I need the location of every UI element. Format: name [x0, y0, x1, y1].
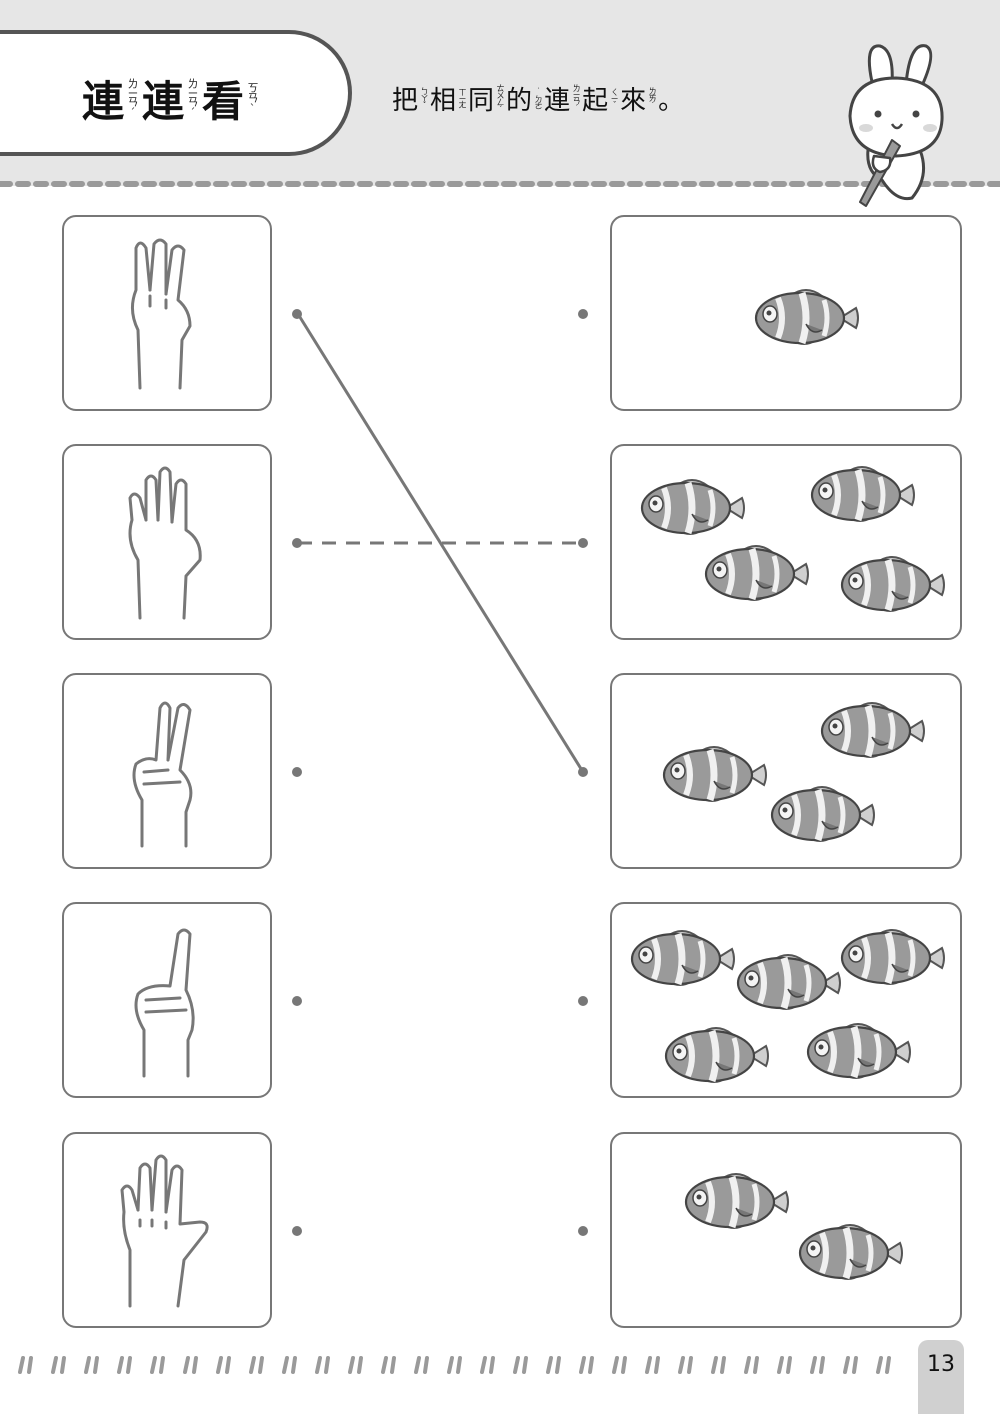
grass-stroke	[513, 1356, 528, 1374]
grass-stroke	[810, 1356, 825, 1374]
four-fingers-hand-icon	[128, 466, 202, 620]
example-solid-line	[296, 313, 585, 773]
grass-stroke	[579, 1356, 594, 1374]
grass-stroke	[480, 1356, 495, 1374]
fish-card-5	[610, 1132, 962, 1328]
instruction-zhuyin: ˙ㄉㄜ	[534, 87, 544, 109]
title-char: 看	[202, 76, 245, 126]
grass-stroke	[249, 1356, 264, 1374]
title-char: 連	[82, 76, 125, 126]
title-zhuyin: ㄎㄢˋ	[246, 82, 260, 114]
instruction-zhuyin: ㄒㄧㄤ	[458, 88, 468, 108]
title-tab	[0, 30, 352, 156]
left-dot-3[interactable]	[292, 767, 302, 777]
grass-stroke	[183, 1356, 198, 1374]
right-dot-3[interactable]	[578, 767, 588, 777]
grass-stroke	[18, 1356, 33, 1374]
right-dot-5[interactable]	[578, 1226, 588, 1236]
right-dot-1[interactable]	[578, 309, 588, 319]
title-zhuyin: ㄌㄧㄢˊ	[186, 78, 200, 118]
grass-stroke	[843, 1356, 858, 1374]
right-dot-4[interactable]	[578, 996, 588, 1006]
fish-group-3	[664, 703, 924, 841]
grass-stroke	[678, 1356, 693, 1374]
left-dot-5[interactable]	[292, 1226, 302, 1236]
bunny-with-pencil-icon	[848, 44, 944, 207]
grass-stroke	[51, 1356, 66, 1374]
instruction-char: 來	[620, 85, 647, 116]
instruction-char: 把	[392, 85, 419, 116]
instruction-zhuyin: ㄌㄞˊ	[648, 87, 658, 109]
two-fingers-hand-icon	[132, 701, 193, 848]
grass-stroke	[117, 1356, 132, 1374]
grass-stroke	[315, 1356, 330, 1374]
instruction-char: 相	[430, 85, 457, 116]
fish-group-2	[686, 1174, 902, 1279]
grass-stroke	[282, 1356, 297, 1374]
grass-stroke	[546, 1356, 561, 1374]
fish-group-4	[642, 467, 944, 611]
grass-stroke	[645, 1356, 660, 1374]
instruction-zhuyin: ㄑㄧˇ	[610, 87, 620, 109]
instruction-char: 的	[506, 85, 533, 116]
left-dot-4[interactable]	[292, 996, 302, 1006]
title-char: 連	[142, 76, 185, 126]
left-dot-1[interactable]	[292, 309, 302, 319]
grass-stroke	[216, 1356, 231, 1374]
grass-stroke	[744, 1356, 759, 1374]
left-dot-2[interactable]	[292, 538, 302, 548]
grass-stroke	[612, 1356, 627, 1374]
right-dot-2[interactable]	[578, 538, 588, 548]
grass-stroke	[381, 1356, 396, 1374]
grass-stroke	[711, 1356, 726, 1374]
instruction-zhuyin: ㄅㄚˇ	[420, 87, 430, 109]
title-zhuyin: ㄌㄧㄢˊ	[126, 78, 140, 118]
three-fingers-hand-icon	[131, 238, 192, 390]
grass-stroke	[777, 1356, 792, 1374]
instruction-zhuyin: ㄌㄧㄢˊ	[572, 84, 582, 112]
instruction-char: 起	[582, 85, 609, 116]
hand-card-2	[62, 444, 272, 640]
instruction-zhuyin: ㄊㄨㄥˊ	[496, 83, 506, 113]
instruction-char: 同	[468, 85, 495, 116]
grass-stroke	[84, 1356, 99, 1374]
instruction-char: 連	[544, 85, 571, 116]
grass-stroke	[348, 1356, 363, 1374]
grass-stroke	[447, 1356, 462, 1374]
page-number: 13	[918, 1340, 964, 1414]
grass-stroke	[150, 1356, 165, 1374]
grass-stroke	[414, 1356, 429, 1374]
fish-group-1	[756, 290, 858, 344]
fish-group-5	[632, 930, 944, 1082]
footer-grass-decoration	[18, 1356, 891, 1374]
five-fingers-hand-icon	[120, 1154, 209, 1308]
one-finger-hand-icon	[134, 928, 195, 1078]
grass-stroke	[876, 1356, 891, 1374]
instruction-char: 。	[658, 85, 685, 116]
